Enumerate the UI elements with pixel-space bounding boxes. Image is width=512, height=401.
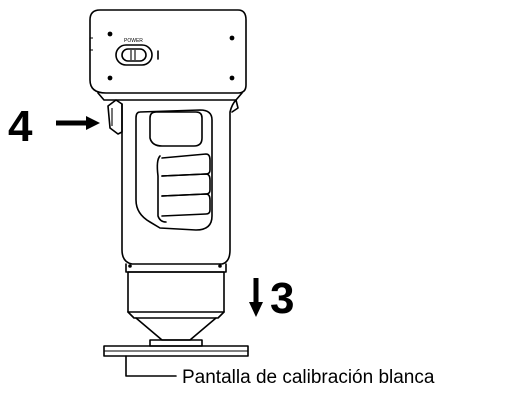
right-arrow-icon xyxy=(56,116,100,130)
screw-icon xyxy=(107,75,113,81)
down-arrow-icon xyxy=(249,278,263,317)
calibration-plate xyxy=(103,345,249,357)
power-switch[interactable]: POWER xyxy=(115,38,159,66)
caption-leader-line xyxy=(125,355,177,377)
step-3-label: 3 xyxy=(270,274,294,323)
screw-icon xyxy=(218,264,222,268)
calibration-caption: Pantalla de calibración blanca xyxy=(182,367,435,388)
measure-trigger[interactable] xyxy=(107,99,123,135)
screw-icon xyxy=(128,264,132,268)
measuring-head xyxy=(127,271,225,347)
screw-icon xyxy=(229,35,235,41)
instrument-handle xyxy=(121,99,239,273)
power-label: POWER xyxy=(124,38,143,44)
instrument-head xyxy=(89,9,247,101)
screw-icon xyxy=(107,31,113,37)
screw-icon xyxy=(229,75,235,81)
step-4-label: 4 xyxy=(8,102,33,151)
